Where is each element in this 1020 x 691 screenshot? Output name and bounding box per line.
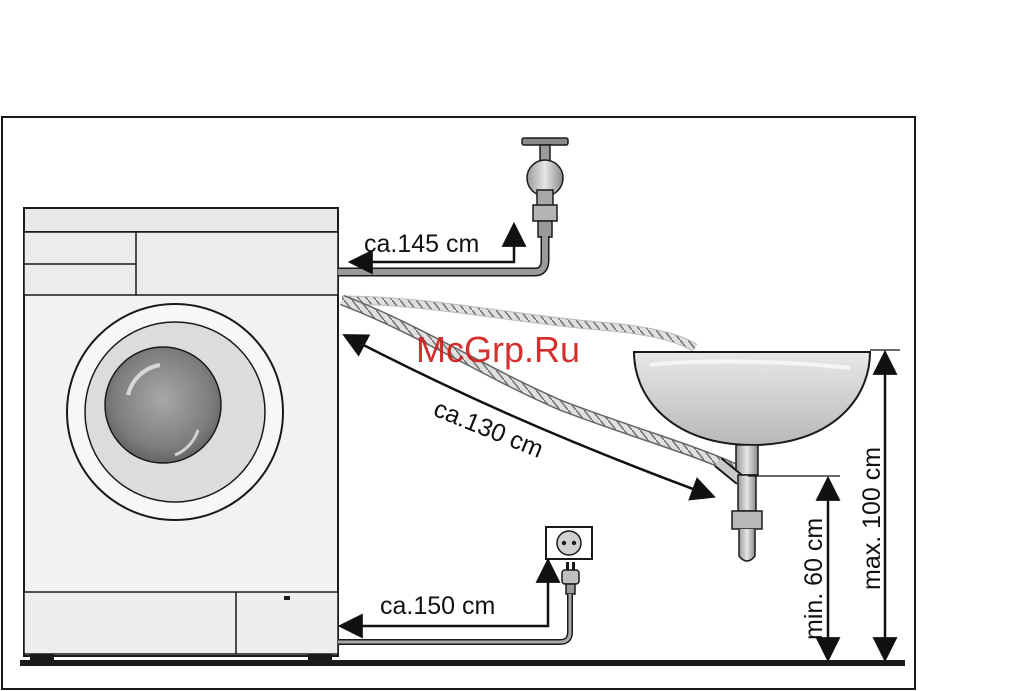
watermark: McGrp.Ru [416,329,580,370]
power-plug-icon [562,562,579,594]
sink [634,352,870,561]
plinth [24,592,338,654]
power-socket-icon [546,527,592,559]
foot-left [30,654,54,662]
door-glass [105,347,221,463]
washing-machine [24,208,338,662]
floor-line [20,660,905,666]
min-height-label: min. 60 cm [800,518,828,640]
inlet-hose-length: ca.145 cm [364,230,479,258]
water-tap-icon [522,138,568,237]
power-cable-length: ca.150 cm [380,592,495,620]
max-height-label: max. 100 cm [858,447,886,590]
foot-right [308,654,332,662]
